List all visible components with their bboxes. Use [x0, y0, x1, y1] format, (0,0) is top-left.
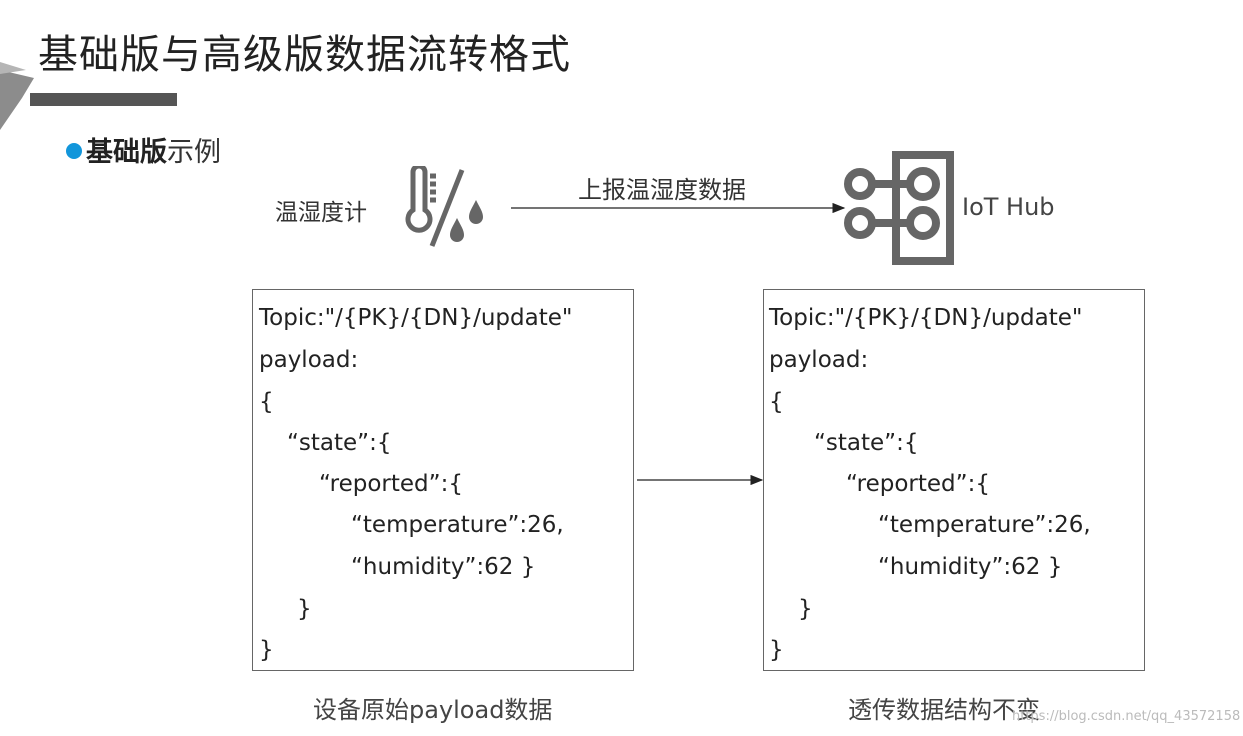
code-line-close-state: } — [297, 596, 312, 622]
code-line-payload: payload: — [259, 347, 359, 373]
code-line-humidity: “humidity”:62 } — [878, 554, 1063, 580]
code-line-payload: payload: — [769, 347, 869, 373]
report-data-label: 上报温湿度数据 — [578, 176, 746, 204]
code-line-close-brace: } — [259, 637, 274, 663]
code-line-close-brace: } — [769, 637, 784, 663]
device-label: 温湿度计 — [275, 200, 367, 226]
page-title: 基础版与高级版数据流转格式 — [38, 32, 571, 78]
corner-decoration — [0, 62, 34, 130]
bullet-text: 示例 — [167, 137, 221, 168]
passthrough-payload-box: Topic:"/{PK}/{DN}/update" payload: { “st… — [763, 289, 1145, 671]
code-line-open-brace: { — [259, 389, 274, 415]
code-line-state: “state”:{ — [287, 430, 392, 456]
code-line-temperature: “temperature”:26, — [878, 512, 1091, 538]
iot-hub-icon — [844, 151, 954, 265]
code-line-humidity: “humidity”:62 } — [351, 554, 536, 580]
code-line-close-state: } — [798, 596, 813, 622]
raw-payload-box: Topic:"/{PK}/{DN}/update" payload: { “st… — [252, 289, 634, 671]
code-line-state: “state”:{ — [814, 430, 919, 456]
title-underline-bar — [30, 93, 177, 106]
thermometer-water-drops-icon — [405, 166, 483, 247]
code-line-reported: “reported”:{ — [846, 471, 990, 497]
code-line-topic: Topic:"/{PK}/{DN}/update" — [259, 305, 573, 331]
bullet-bold-text: 基础版 — [86, 137, 167, 168]
code-line-reported: “reported”:{ — [319, 471, 463, 497]
bullet-dot-icon — [66, 143, 82, 159]
code-line-temperature: “temperature”:26, — [351, 512, 564, 538]
code-line-open-brace: { — [769, 389, 784, 415]
watermark-url: https://blog.csdn.net/qq_43572158 — [1012, 709, 1241, 724]
code-line-topic: Topic:"/{PK}/{DN}/update" — [769, 305, 1083, 331]
iot-hub-label: IoT Hub — [962, 193, 1055, 221]
raw-payload-caption: 设备原始payload数据 — [313, 696, 553, 724]
passthrough-caption: 透传数据结构不变 — [848, 696, 1040, 724]
bullet-basic-example: 基础版示例 — [66, 130, 221, 169]
